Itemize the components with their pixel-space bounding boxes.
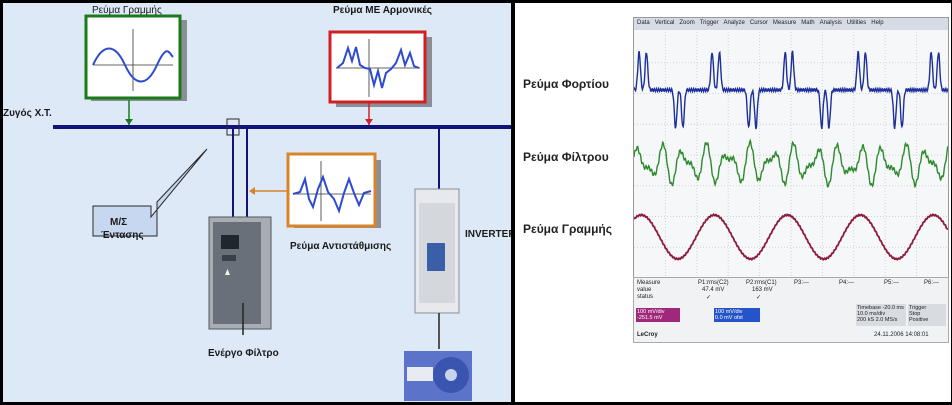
scope-menu-trigger[interactable]: Trigger xyxy=(700,20,719,26)
compensation-current-label: Ρεύμα Αντιστάθμισης xyxy=(290,241,391,252)
trigger-slope: Positive xyxy=(909,317,945,323)
p1-title: P1:rms(C2) xyxy=(698,280,729,286)
active-filter-display xyxy=(221,235,239,249)
scope-menu-analysis[interactable]: Analysis xyxy=(820,20,842,26)
bus-label: Ζυγός Χ.Τ. xyxy=(3,108,52,119)
circuit-drawing xyxy=(3,3,511,402)
inverter-label: INVERTER xyxy=(465,229,511,240)
measure-row-label: Measure xyxy=(637,280,660,286)
scope-menu-analyze[interactable]: Analyze xyxy=(724,20,745,26)
trace-label-load: Ρεύμα Φορτίου xyxy=(523,77,609,91)
timebase-settings[interactable]: Timebase -20.0 ms 10.0 ms/div 200 kS 2.0… xyxy=(856,304,906,326)
p1-status-check: ✓ xyxy=(706,294,711,301)
scope-menu-help[interactable]: Help xyxy=(871,20,883,26)
status-row-label: status xyxy=(637,294,653,300)
timestamp: 24.11.2006 14:08:01 xyxy=(874,332,929,338)
ch1-offset: -251.5 mV xyxy=(637,315,679,321)
transformer-label-line2: Έντασης xyxy=(101,230,144,241)
harmonic-current-label: Ρεύμα ΜΕ Αρμονικές xyxy=(333,5,432,16)
p1-value: 47.4 mV xyxy=(702,287,724,293)
oscilloscope-screen: Data Vertical Zoom Trigger Analyze Cursor Meas… xyxy=(633,17,949,279)
circuit-diagram: Ρεύμα Γραμμής Ρεύμα ΜΕ Αρμονικές Ζυγός Χ… xyxy=(3,3,511,402)
p6-title: P6:--- xyxy=(924,280,939,286)
trace-label-line: Ρεύμα Γραμμής xyxy=(523,222,612,236)
oscilloscope-panel: Ρεύμα Φορτίου Ρεύμα Φίλτρου Ρεύμα Γραμμή… xyxy=(515,3,951,402)
scope-menu-zoom[interactable]: Zoom xyxy=(679,20,694,26)
ch2-offset: 0.0 mV ofst xyxy=(715,315,759,321)
scope-menubar: Data Vertical Zoom Trigger Analyze Cursor Meas… xyxy=(634,18,948,30)
scope-menu-measure[interactable]: Measure xyxy=(773,20,796,26)
value-row-label: value xyxy=(637,287,651,293)
transformer-label-line1: Μ/Σ xyxy=(110,217,127,228)
trigger-settings[interactable]: Trigger Stop Positive xyxy=(908,304,946,326)
p5-title: P5:--- xyxy=(884,280,899,286)
brand-logo: LeCroy xyxy=(637,332,658,338)
harmonic-current-box xyxy=(330,32,425,102)
trace-label-filter: Ρεύμα Φίλτρου xyxy=(523,150,609,164)
scope-menu-math[interactable]: Math xyxy=(801,20,814,26)
p3-title: P3:--- xyxy=(794,280,809,286)
timebase-samples: 200 kS 2.0 MS/s xyxy=(857,317,905,323)
inverter-keypad xyxy=(427,243,445,271)
channel1-settings[interactable]: 100 mV/div -251.5 mV xyxy=(636,308,680,322)
p2-title: P2:rms(C1) xyxy=(746,280,777,286)
scope-menu-vertical[interactable]: Vertical xyxy=(655,20,675,26)
p2-value: 163 mV xyxy=(752,287,773,293)
scope-menu-data[interactable]: Data xyxy=(637,20,650,26)
scope-waveform-area xyxy=(634,32,948,278)
p2-status-check: ✓ xyxy=(756,294,761,301)
line-current-label: Ρεύμα Γραμμής xyxy=(92,5,162,16)
scope-menu-utilities[interactable]: Utilities xyxy=(847,20,866,26)
p4-title: P4:--- xyxy=(839,280,854,286)
scope-menu-cursor[interactable]: Cursor xyxy=(750,20,768,26)
channel2-settings[interactable]: 100 mV/div 0.0 mV ofst xyxy=(714,308,760,322)
measurement-panel: Measure value status P1:rms(C2) 47.4 mV … xyxy=(633,277,949,343)
active-filter-label: Ενέργο Φίλτρο xyxy=(208,348,279,359)
